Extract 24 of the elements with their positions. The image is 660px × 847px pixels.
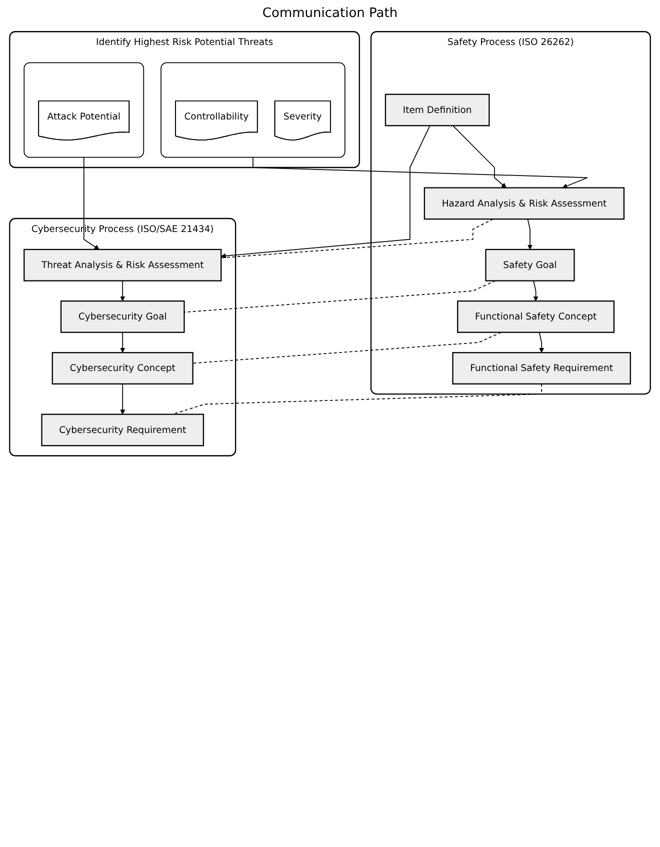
connector	[192, 332, 502, 364]
connector	[220, 218, 494, 258]
arrow	[538, 332, 544, 353]
arrow	[120, 280, 126, 302]
node-box: Item Definition	[384, 94, 490, 126]
arrow	[527, 218, 533, 250]
arrow	[83, 156, 100, 250]
node-box: Functional Safety Concept	[457, 300, 615, 333]
arrow	[220, 125, 430, 258]
arrow	[533, 280, 538, 302]
arrow	[252, 156, 588, 188]
arrow	[452, 125, 506, 188]
arrow	[120, 332, 126, 353]
node-box: Threat Analysis & Risk Assessment	[24, 248, 222, 282]
cluster	[160, 62, 346, 158]
node-box: Cybersecurity Goal	[60, 300, 185, 333]
node-box: Cybersecurity Requirement	[41, 414, 204, 446]
note-label: Communication Path	[262, 6, 398, 21]
node-box: Safety Goal	[485, 248, 575, 282]
node-box: Functional Safety Requirement	[452, 352, 631, 384]
node-box: Hazard Analysis & Risk Assessment	[424, 187, 625, 220]
arrow	[120, 383, 126, 415]
node-box: Cybersecurity Concept	[52, 352, 194, 384]
cluster	[24, 62, 144, 158]
